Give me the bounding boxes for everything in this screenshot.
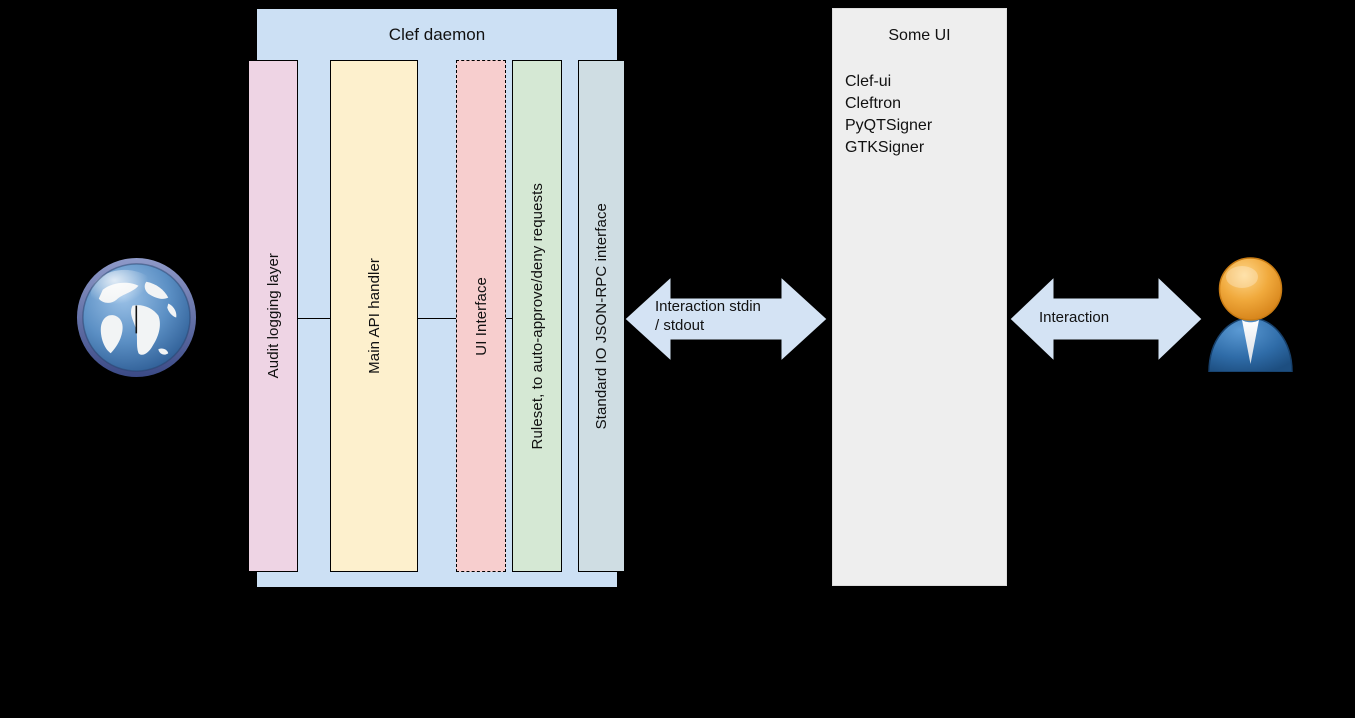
user-icon	[1208, 257, 1293, 372]
some-ui-list: Clef-ui Cleftron PyQTSigner GTKSigner	[845, 71, 932, 159]
list-item: GTKSigner	[845, 139, 925, 156]
list-item: Clef-ui	[845, 73, 892, 90]
layer-ruleset[interactable]: Ruleset, to auto-approve/deny requests	[512, 60, 562, 572]
layer-audit-logging[interactable]: Audit logging layer	[248, 60, 298, 572]
globe-icon	[76, 257, 197, 378]
arrow-ui-to-user	[1009, 275, 1203, 363]
list-item: Cleftron	[845, 95, 902, 112]
layer-main-api-handler-label: Main API handler	[365, 258, 383, 374]
layer-ruleset-label: Ruleset, to auto-approve/deny requests	[528, 182, 546, 450]
layer-audit-logging-label: Audit logging layer	[264, 253, 282, 379]
clef-daemon-container: Clef daemon	[256, 8, 618, 588]
arrow-daemon-to-ui	[624, 275, 828, 363]
some-ui-title: Some UI	[888, 27, 951, 44]
list-item: PyQTSigner	[845, 117, 933, 134]
some-ui-box: Some UI Clef-ui Cleftron PyQTSigner GTKS…	[832, 8, 1007, 586]
layer-standard-io-jsonrpc[interactable]: Standard IO JSON-RPC interface	[578, 60, 625, 572]
clef-daemon-title: Clef daemon	[388, 25, 486, 44]
layer-main-api-handler[interactable]: Main API handler	[330, 60, 418, 572]
layer-ui-interface-label: UI Interface	[472, 276, 490, 356]
layer-ui-interface[interactable]: UI Interface	[456, 60, 506, 572]
layer-standard-io-jsonrpc-label: Standard IO JSON-RPC interface	[593, 202, 610, 430]
